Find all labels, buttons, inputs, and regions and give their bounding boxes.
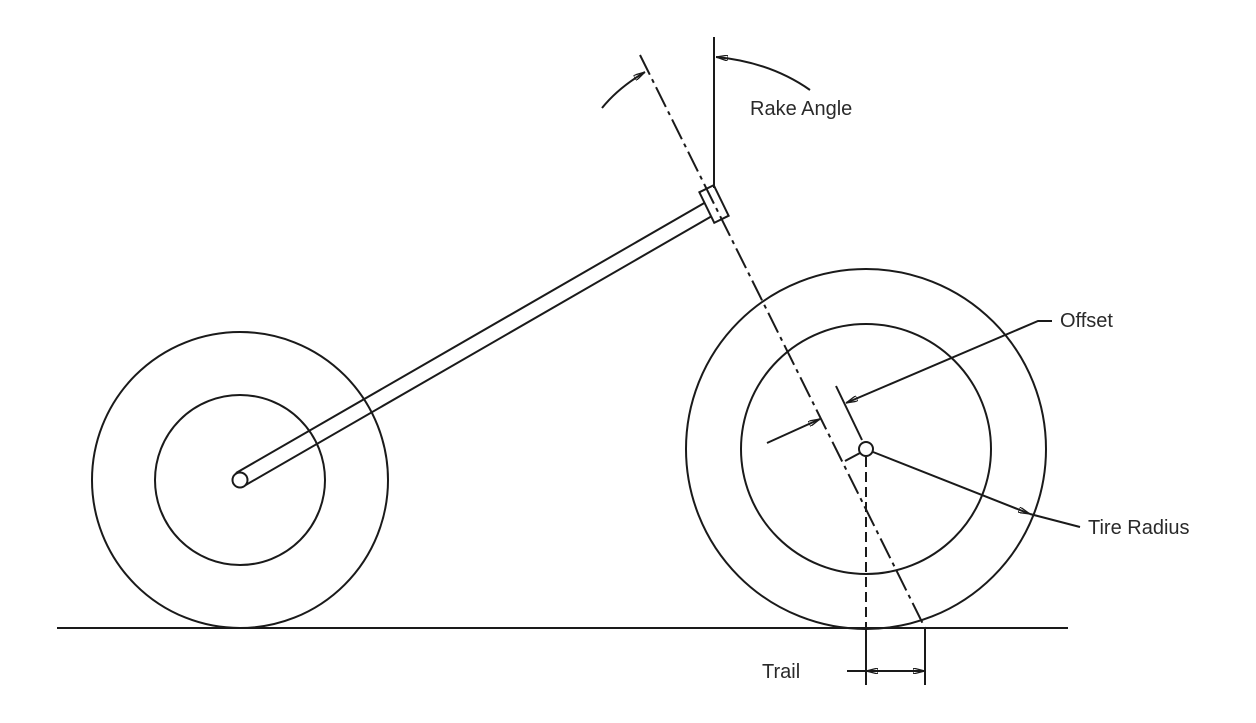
offset-leader [845, 320, 1052, 404]
offset-arrow-left [766, 418, 821, 444]
front-hub [858, 441, 874, 457]
rear-wheel-inner [154, 394, 326, 566]
radius-arrow [872, 451, 1030, 515]
steering-axis [639, 54, 926, 629]
rear-wheel-outer [91, 331, 389, 629]
tire-radius-label: Tire Radius [1088, 517, 1190, 539]
trail-label: Trail [762, 661, 801, 683]
rake-arc-right [716, 57, 811, 91]
front-wheel-inner [740, 323, 992, 575]
frame-tube [235, 201, 713, 487]
rake-arc-left [601, 71, 646, 109]
rear-hub [231, 471, 249, 489]
offset-tick [844, 452, 861, 462]
offset-line [835, 385, 863, 441]
radius-leader [1029, 513, 1081, 528]
offset-label: Offset [1060, 310, 1113, 332]
rake-angle-label: Rake Angle [750, 98, 853, 120]
